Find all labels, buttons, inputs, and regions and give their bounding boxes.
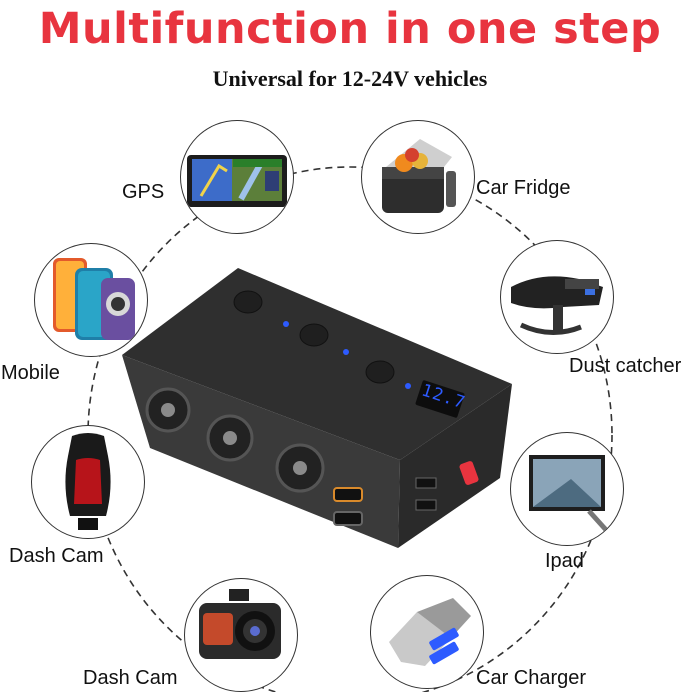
seat-bubble [31,425,145,539]
mobile-bubble [34,243,148,357]
heated-seat-icon [65,433,111,530]
subheadline: Universal for 12-24V vehicles [212,66,488,91]
device-label: Dash Cam [9,545,104,567]
dash-cam-icon [199,589,281,659]
gps-icon [187,155,287,207]
tablet-icon [529,455,609,533]
usb-port [415,499,437,511]
headline: Multifunction in one step [38,4,662,54]
switch-button [365,360,395,384]
device-label: Car Charger [476,667,587,689]
device-label: Dust catcher [569,355,682,377]
dust-catcher-bubble [500,240,614,354]
car-charger-icon [389,598,471,666]
tablet-bubble [510,432,624,546]
car-charger-bubble [370,575,484,689]
device-label: GPS [122,181,165,203]
device-label: Dash Cam [83,667,178,689]
usb-port [415,477,437,489]
usb-port [333,487,363,502]
dash-cam-bubble [184,578,298,692]
device-label: Car Fridge [476,177,571,199]
power-switch [459,461,479,485]
device-label: Ipad [545,550,584,572]
dust-catcher-icon [511,276,603,335]
mobile-phone-icon [53,258,135,340]
switch-button [299,323,329,347]
usb-port [333,511,363,526]
switch-button [233,290,263,314]
device-label: Mobile [1,362,60,384]
car-fridge-icon [382,139,456,213]
car-fridge-bubble [361,120,475,234]
gps-bubble [180,120,294,234]
